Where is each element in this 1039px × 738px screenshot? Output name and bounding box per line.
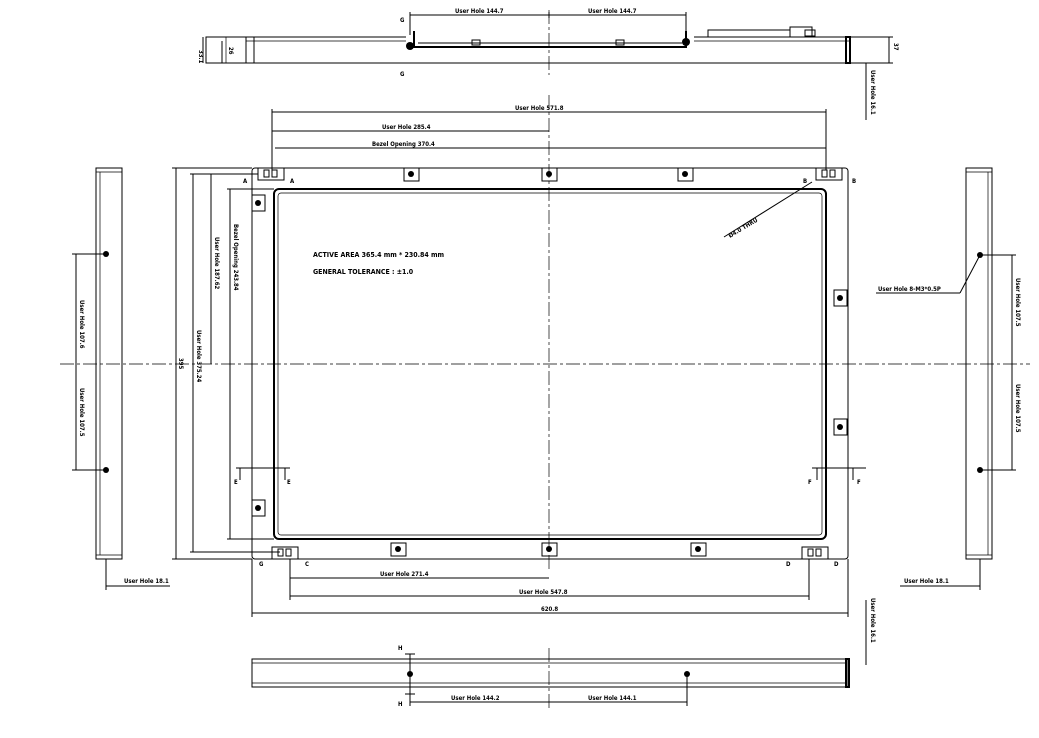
- dim-user-hole-107-5-left: User Hole 107.5: [78, 388, 85, 437]
- section-h: H: [398, 645, 403, 652]
- dim-overall-620-8: 620.8: [541, 606, 558, 613]
- dim-37: 37: [892, 43, 899, 51]
- top-mount-tabs: [403, 167, 694, 182]
- dim-user-hole-18-1-left: User Hole 18.1: [124, 578, 169, 585]
- dim-user-hole-271-4: User Hole 271.4: [380, 571, 429, 578]
- dim-user-hole-107-6-left: User Hole 107.6: [78, 300, 85, 349]
- dim-user-hole-16-1-bottom: User Hole 16.1: [869, 598, 876, 643]
- dim-user-hole-m3: User Hole 8-M3*0.5P: [878, 286, 941, 293]
- section-c: C: [305, 561, 309, 568]
- section-g-front: G: [259, 561, 264, 568]
- dim-user-hole-107-5-right-bottom: User Hole 107.5: [1014, 384, 1021, 433]
- dim-bottom-144-1: User Hole 144.1: [588, 695, 637, 702]
- section-f: F: [808, 479, 812, 486]
- section-a: A: [243, 178, 248, 185]
- dim-phi4-thru: Ø4.0 THRU: [727, 217, 759, 240]
- section-b: B: [803, 178, 807, 185]
- bottom-mount-tabs: [390, 542, 707, 557]
- dim-26: 26: [227, 47, 234, 55]
- section-a2: A: [290, 178, 295, 185]
- section-g2: G: [400, 71, 405, 78]
- section-e2: E: [287, 479, 291, 486]
- note-tolerance: GENERAL TOLERANCE : ±1.0: [313, 268, 414, 276]
- note-active-area: ACTIVE AREA 365.4 mm * 230.84 mm: [313, 251, 445, 259]
- dim-bottom-144-2: User Hole 144.2: [451, 695, 500, 702]
- section-f2: F: [857, 479, 861, 486]
- section-h2: H: [398, 701, 403, 708]
- left-side-view: User Hole 107.6 User Hole 107.5 User Hol…: [72, 167, 170, 590]
- dim-user-hole-107-5-right-top: User Hole 107.5: [1014, 278, 1021, 327]
- dim-overall-395: 395: [177, 358, 184, 370]
- top-side-view: User Hole 144.7 User Hole 144.7 G G 33.1…: [197, 8, 899, 120]
- dim-user-hole-16-1-top: User Hole 16.1: [869, 70, 876, 115]
- dim-user-hole-547-8: User Hole 547.8: [519, 589, 568, 596]
- dim-bezel-opening-370-4: Bezel Opening 370.4: [372, 141, 435, 148]
- dim-33-1: 33.1: [197, 50, 204, 64]
- dim-user-hole-18-1-right: User Hole 18.1: [904, 578, 949, 585]
- dim-user-hole-375-24: User Hole 375.24: [195, 330, 202, 382]
- dim-user-hole-285-4: User Hole 285.4: [382, 124, 431, 131]
- section-d: D: [786, 561, 791, 568]
- dim-user-hole-571-8: User Hole 571.8: [515, 105, 564, 112]
- bottom-side-view: H H User Hole 144.2 User Hole 144.1 User…: [251, 598, 876, 710]
- section-e: E: [234, 479, 238, 486]
- section-b2: B: [852, 178, 856, 185]
- dim-bezel-opening-243-84: Bezel Opening 243.84: [232, 224, 239, 291]
- right-side-view: User Hole 107.5 User Hole 107.5 User Hol…: [876, 167, 1021, 590]
- dim-user-hole-144-7: User Hole 144.7: [455, 8, 504, 15]
- front-view: User Hole 571.8 User Hole 285.4 Bezel Op…: [60, 95, 1030, 617]
- section-d2: D: [834, 561, 839, 568]
- dim-user-hole-144-7b: User Hole 144.7: [588, 8, 637, 15]
- dim-user-hole-187-62: User Hole 187.62: [213, 237, 220, 289]
- section-g: G: [400, 17, 405, 24]
